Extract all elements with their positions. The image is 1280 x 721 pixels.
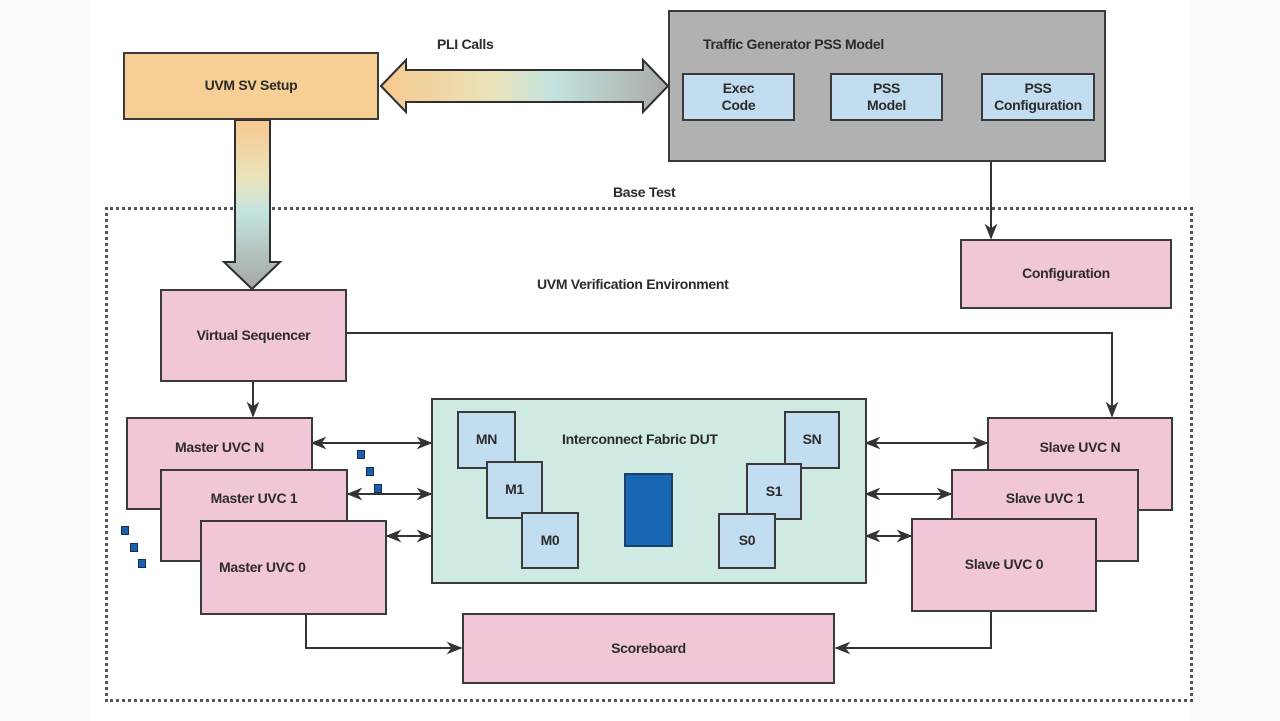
- exec-code-block: Exec Code: [682, 73, 795, 121]
- virtual-sequencer-label: Virtual Sequencer: [196, 326, 311, 343]
- ellipsis-dot: [357, 450, 365, 459]
- port-mn-label: MN: [475, 431, 498, 448]
- interconnect-core: [624, 473, 673, 547]
- ellipsis-dot: [366, 467, 374, 476]
- slave-uvc-0-block: Slave UVC 0: [911, 518, 1097, 612]
- master-uvc-0-label: Master UVC 0: [219, 558, 306, 575]
- base-test-label: Base Test: [613, 184, 676, 200]
- slave-uvc-0-label: Slave UVC 0: [964, 556, 1044, 573]
- exec-code-line1: Exec: [722, 79, 755, 96]
- ellipsis-dot: [130, 543, 138, 552]
- port-s1-label: S1: [765, 482, 783, 499]
- slave-uvc-n-label: Slave UVC N: [1039, 439, 1121, 455]
- traffic-generator-title: Traffic Generator PSS Model: [703, 36, 884, 52]
- pss-configuration-line2: Configuration: [994, 97, 1082, 113]
- pli-calls-label: PLI Calls: [437, 36, 494, 52]
- ellipsis-dot: [138, 559, 146, 568]
- pss-configuration-block: PSS Configuration: [981, 73, 1095, 121]
- scoreboard-label: Scoreboard: [611, 639, 686, 656]
- slave-uvc-1-label: Slave UVC 1: [1005, 490, 1085, 506]
- port-s0: S0: [718, 513, 776, 569]
- port-m0-label: M0: [540, 531, 560, 548]
- master-uvc-1-label: Master UVC 1: [210, 490, 298, 506]
- port-m0: M0: [521, 512, 579, 569]
- port-mn: MN: [457, 411, 516, 469]
- scoreboard-block: Scoreboard: [462, 613, 835, 684]
- master-uvc-n-label: Master UVC N: [175, 439, 264, 455]
- virtual-sequencer-block: Virtual Sequencer: [160, 289, 347, 382]
- base-test-container: [105, 207, 1193, 702]
- uvm-sv-setup-block: UVM SV Setup: [123, 52, 379, 120]
- port-m1-label: M1: [505, 481, 524, 498]
- master-uvc-0-block: Master UVC 0: [200, 520, 387, 615]
- port-m1: M1: [486, 461, 543, 519]
- configuration-block: Configuration: [960, 239, 1172, 309]
- port-s0-label: S0: [738, 532, 756, 549]
- uvm-env-label: UVM Verification Environment: [537, 276, 729, 292]
- ellipsis-dot: [121, 526, 129, 535]
- port-s1: S1: [746, 463, 802, 520]
- ellipsis-dot: [374, 484, 382, 493]
- port-sn-label: SN: [802, 431, 822, 448]
- interconnect-dut-title: Interconnect Fabric DUT: [562, 431, 718, 447]
- pss-model-block: PSS Model: [830, 73, 943, 121]
- uvm-sv-setup-label: UVM SV Setup: [204, 77, 298, 94]
- pss-model-line1: PSS: [872, 79, 901, 96]
- configuration-label: Configuration: [1022, 265, 1110, 282]
- exec-code-line2: Code: [721, 97, 756, 113]
- port-sn: SN: [784, 411, 840, 469]
- pss-model-line2: Model: [867, 97, 906, 113]
- pss-configuration-line1: PSS: [1024, 79, 1052, 96]
